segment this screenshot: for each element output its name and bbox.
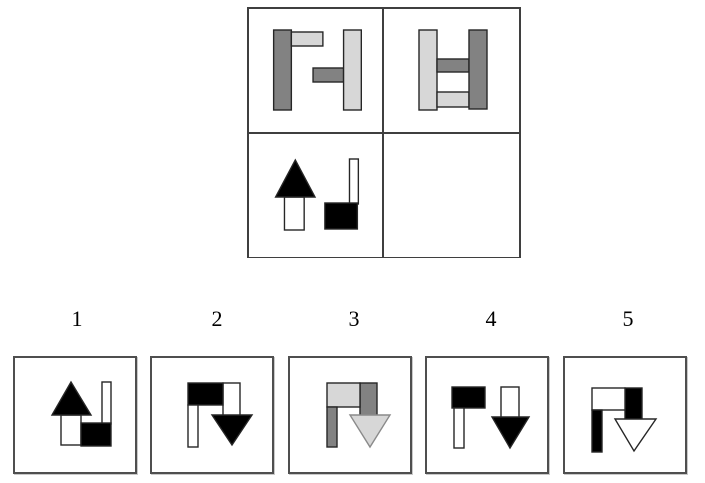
option-label-3: 3 xyxy=(348,306,360,331)
option-box-1[interactable] xyxy=(13,356,137,474)
option-box-5[interactable] xyxy=(563,356,687,474)
matrix-cell-bottom-right-empty xyxy=(384,134,519,257)
option-box-3[interactable] xyxy=(288,356,412,474)
matrix-cell-bottom-left xyxy=(249,134,384,257)
matrix-cell-top-left xyxy=(249,9,384,134)
option-label-4: 4 xyxy=(485,306,497,331)
matrix-cell-top-right xyxy=(384,9,519,134)
option-label-2: 2 xyxy=(211,306,223,331)
option-label-1: 1 xyxy=(71,306,83,331)
option-label-5: 5 xyxy=(622,306,634,331)
option-box-2[interactable] xyxy=(150,356,274,474)
matrix-grid xyxy=(247,7,521,258)
option-box-4[interactable] xyxy=(425,356,549,474)
